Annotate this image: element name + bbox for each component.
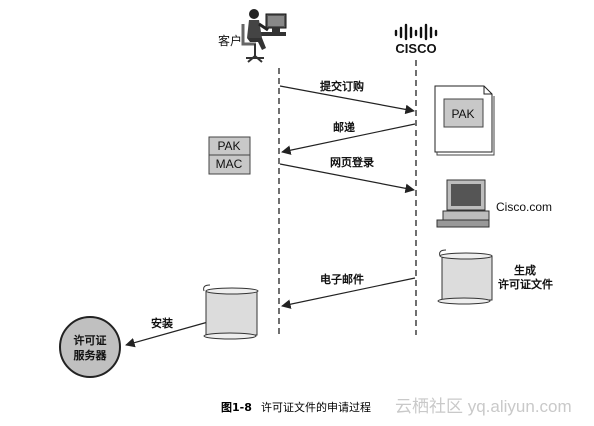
customer-at-computer-icon [241, 9, 287, 63]
customer-label: 客户 [218, 33, 242, 48]
pak-card-bottom-label: MAC [216, 157, 243, 171]
email-label: 电子邮件 [320, 272, 364, 286]
computer-icon [436, 179, 490, 228]
generate-label-line2: 许可证文件 [498, 277, 553, 291]
pak-document: PAK [434, 85, 495, 156]
mail-label: 邮递 [333, 120, 355, 134]
installed-license-scroll-icon [203, 284, 259, 340]
figure-number: 图1-8 [221, 401, 252, 414]
web-login-arrow [279, 163, 415, 194]
submit-order-arrow [279, 85, 415, 115]
website-label: Cisco.com [496, 200, 552, 214]
license-file-scroll-icon [437, 249, 493, 305]
license-server-line2: 服务器 [74, 348, 108, 362]
watermark-text: 云栖社区 yq.aliyun.com [395, 397, 572, 416]
cisco-logo-text: CISCO [395, 41, 436, 56]
cisco-logo-icon: CISCO [394, 23, 438, 56]
email-arrow [281, 277, 416, 309]
pak-card-top-label: PAK [217, 139, 240, 153]
license-server-line1: 许可证 [74, 333, 107, 347]
install-label: 安装 [151, 316, 173, 330]
pak-box-label: PAK [451, 107, 474, 121]
install-arrow [125, 321, 209, 348]
web-login-label: 网页登录 [330, 155, 374, 169]
mail-arrow [281, 123, 416, 155]
figure-caption: 图1-8 许可证文件的申请过程 [221, 396, 371, 415]
figure-caption-text: 许可证文件的申请过程 [261, 400, 371, 414]
pak-mac-card: PAK MAC [208, 136, 251, 175]
generate-label-line1: 生成 [514, 263, 536, 277]
license-server-node: 许可证 服务器 [59, 316, 121, 378]
submit-order-label: 提交订购 [320, 79, 364, 93]
